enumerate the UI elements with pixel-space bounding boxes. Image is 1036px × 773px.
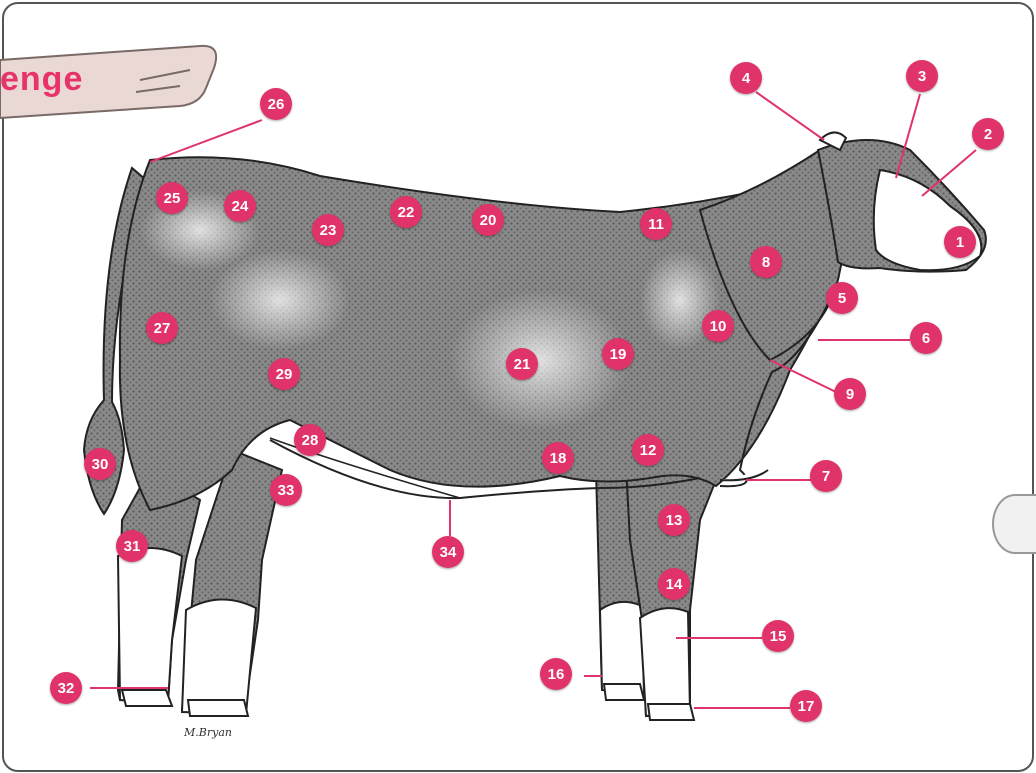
- marker-3: 3: [906, 60, 938, 92]
- marker-12: 12: [632, 434, 664, 466]
- hoof: [122, 690, 172, 706]
- marker-8: 8: [750, 246, 782, 278]
- hind-leg-white-rear: [118, 548, 182, 702]
- marker-20: 20: [472, 204, 504, 236]
- marker-28: 28: [294, 424, 326, 456]
- marker-9: 9: [834, 378, 866, 410]
- marker-17: 17: [790, 690, 822, 722]
- marker-11: 11: [640, 208, 672, 240]
- marker-31: 31: [116, 530, 148, 562]
- marker-6: 6: [910, 322, 942, 354]
- marker-26: 26: [260, 88, 292, 120]
- artist-signature: M.Bryan: [184, 726, 232, 739]
- marker-24: 24: [224, 190, 256, 222]
- marker-18: 18: [542, 442, 574, 474]
- marker-33: 33: [270, 474, 302, 506]
- marker-7: 7: [810, 460, 842, 492]
- marker-15: 15: [762, 620, 794, 652]
- marker-25: 25: [156, 182, 188, 214]
- marker-19: 19: [602, 338, 634, 370]
- marker-32: 32: [50, 672, 82, 704]
- marker-5: 5: [826, 282, 858, 314]
- marker-1: 1: [944, 226, 976, 258]
- marker-34: 34: [432, 536, 464, 568]
- marker-13: 13: [658, 504, 690, 536]
- marker-22: 22: [390, 196, 422, 228]
- hoof: [604, 684, 644, 700]
- marker-16: 16: [540, 658, 572, 690]
- marker-29: 29: [268, 358, 300, 390]
- hoof: [648, 704, 694, 720]
- hind-leg-white-front: [182, 599, 256, 714]
- marker-27: 27: [146, 312, 178, 344]
- marker-23: 23: [312, 214, 344, 246]
- front-leg-white-front: [640, 608, 690, 716]
- front-leg-white-rear: [600, 602, 644, 694]
- marker-10: 10: [702, 310, 734, 342]
- marker-30: 30: [84, 448, 116, 480]
- marker-21: 21: [506, 348, 538, 380]
- marker-2: 2: [972, 118, 1004, 150]
- marker-4: 4: [730, 62, 762, 94]
- marker-14: 14: [658, 568, 690, 600]
- hoof: [188, 700, 248, 716]
